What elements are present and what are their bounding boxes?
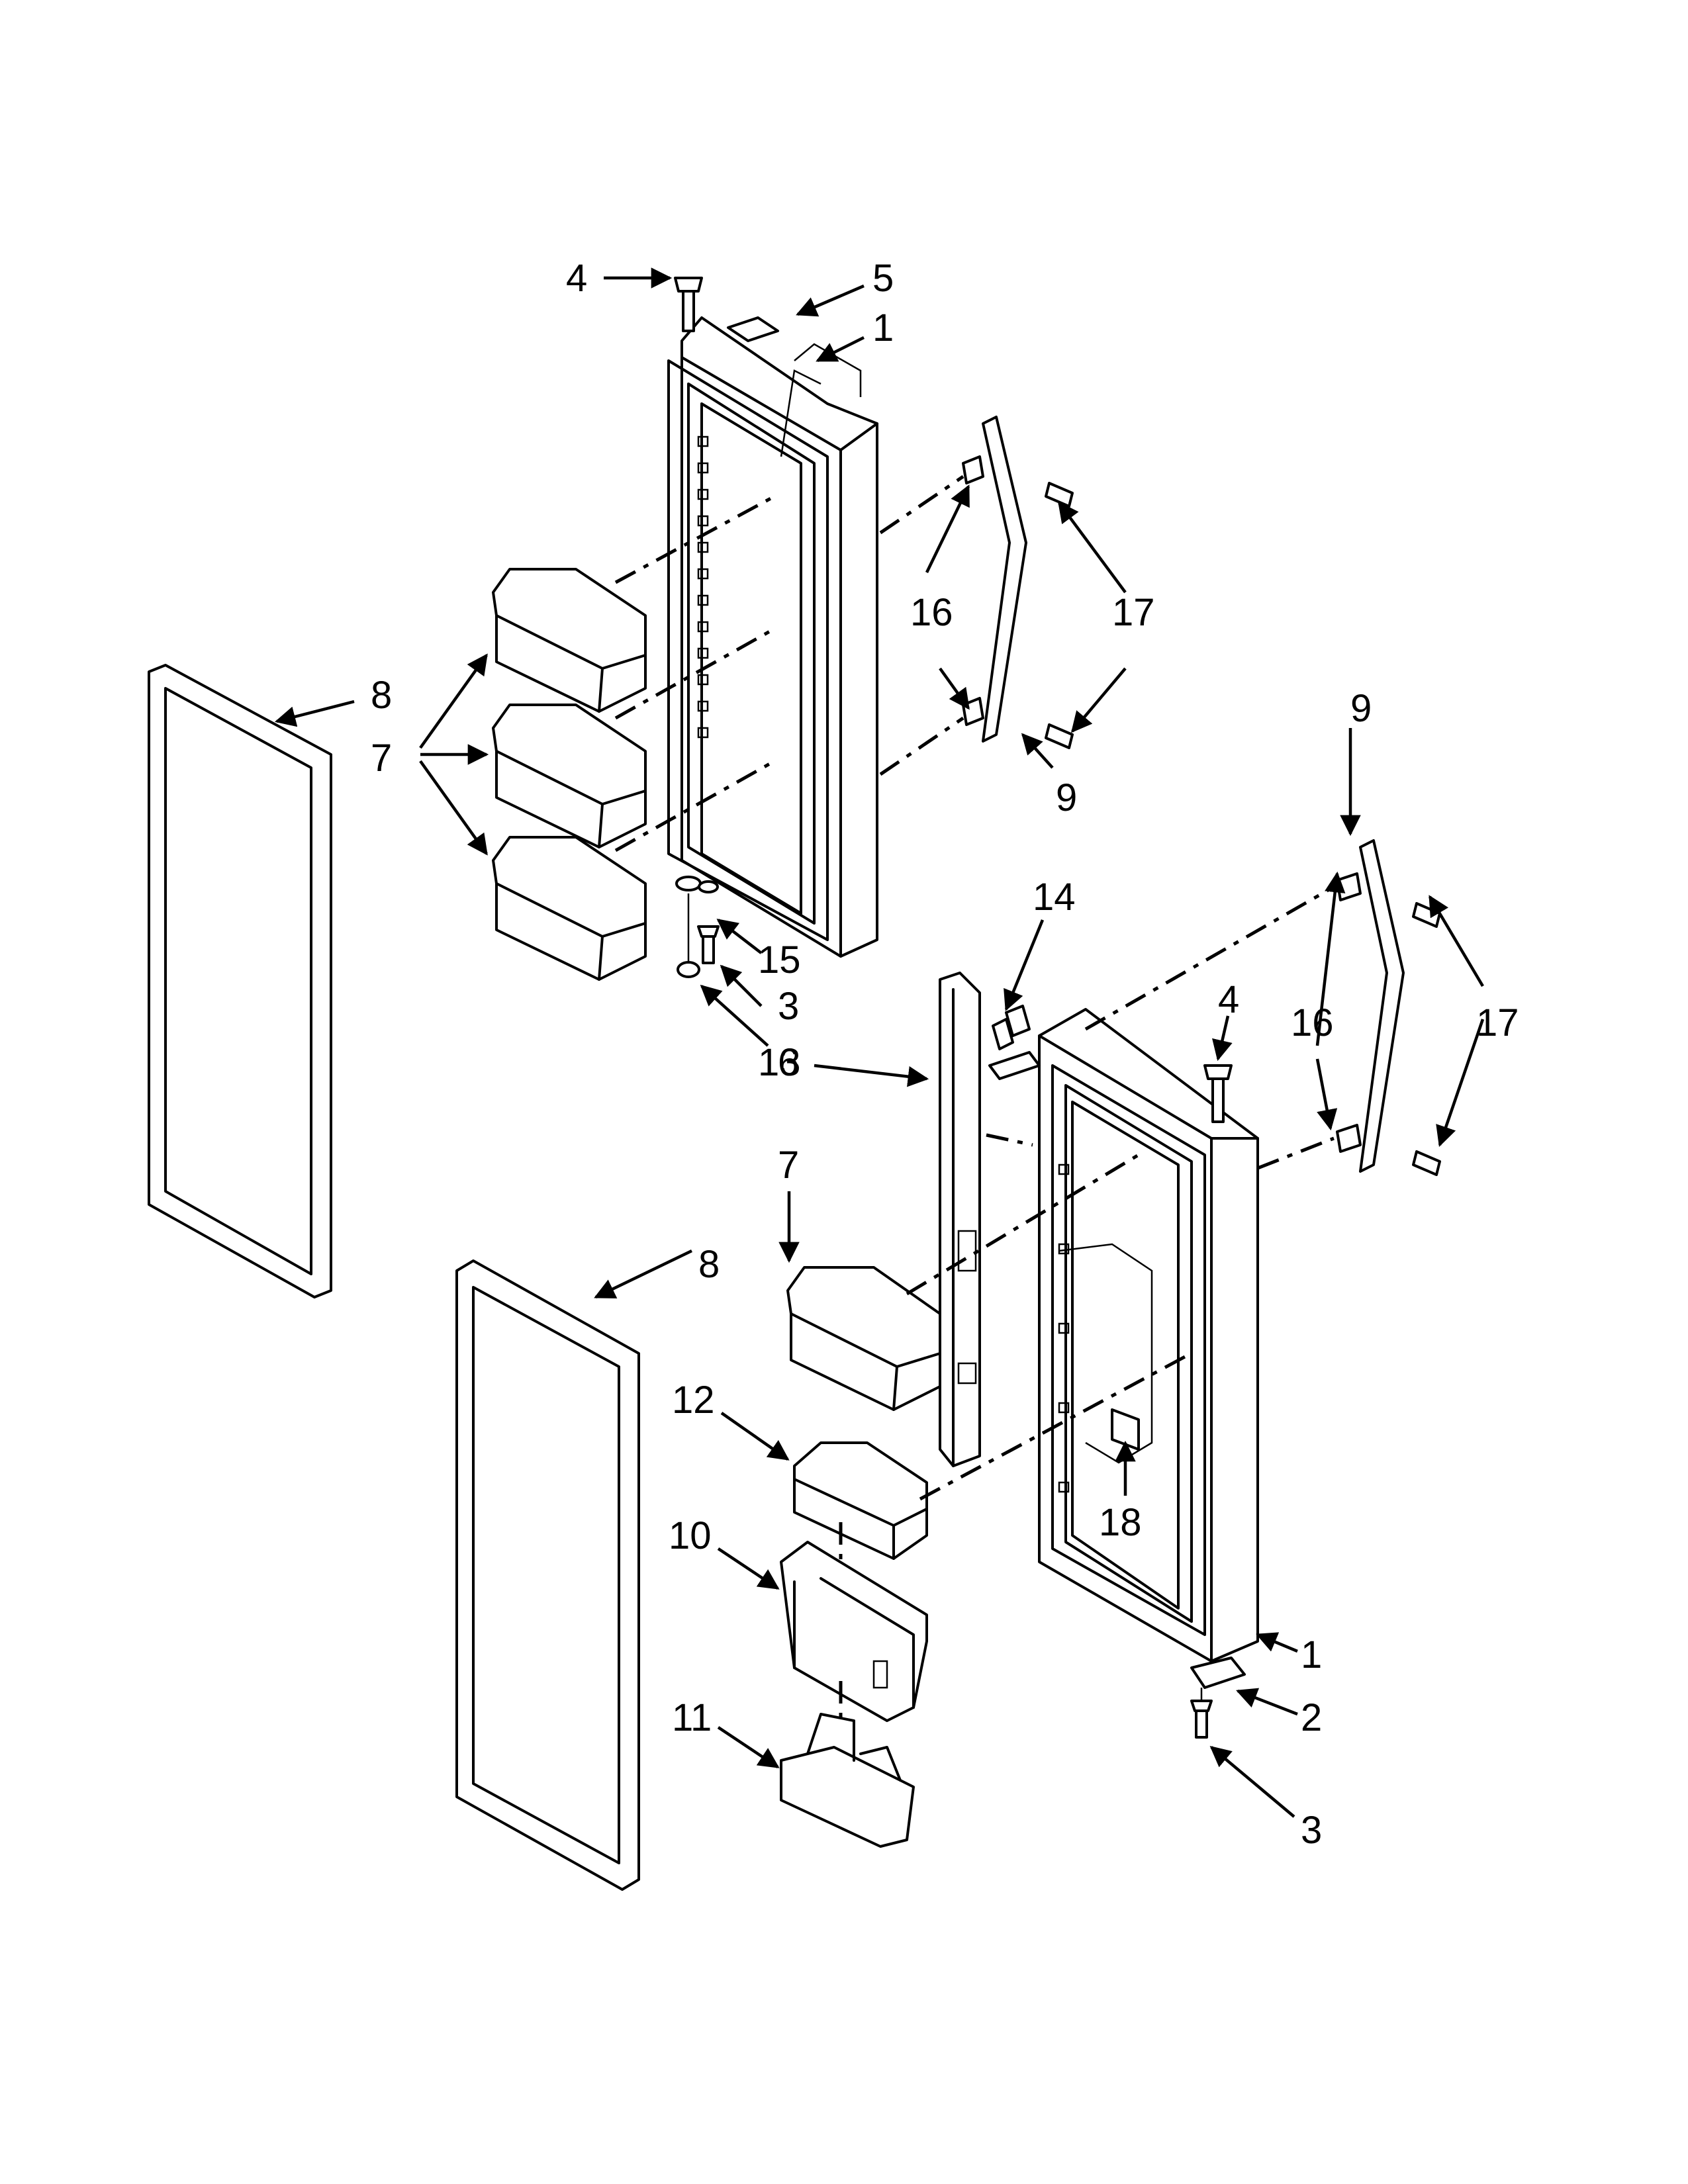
dispenser-bin-12 xyxy=(793,1441,928,1560)
door-shelf-studs xyxy=(697,435,709,739)
door-bin-3 xyxy=(492,836,647,981)
callout-1-right-door: 1 xyxy=(1301,1633,1322,1676)
callout-7-right-bin: 7 xyxy=(778,1144,799,1187)
hinge-bracket-top-right xyxy=(988,1051,1041,1080)
callout-4-top-right: 4 xyxy=(1218,978,1239,1021)
door-handle-upper xyxy=(962,416,1074,749)
bottom-hinge-hardware-left xyxy=(675,876,720,978)
callout-3-right-door: 3 xyxy=(1301,1809,1322,1852)
callout-5: 5 xyxy=(872,257,894,300)
callout-12: 12 xyxy=(672,1379,715,1422)
dispenser-bin-11 xyxy=(780,1713,915,1848)
screw-14 xyxy=(992,1005,1031,1050)
callout-16-upper: 16 xyxy=(910,591,953,634)
door-bin-right xyxy=(786,1266,941,1411)
callout-8-upper-gasket: 8 xyxy=(371,674,392,717)
door-bin-2 xyxy=(492,704,647,848)
callout-11: 11 xyxy=(672,1696,712,1739)
bracket-18 xyxy=(1111,1408,1140,1451)
callout-1-left-door: 1 xyxy=(872,306,894,349)
bottom-hinge-right xyxy=(1190,1657,1246,1739)
callout-10: 10 xyxy=(669,1514,712,1557)
dispenser-cover xyxy=(939,972,981,1467)
door-handle-lower xyxy=(1336,839,1441,1176)
callout-15: 15 xyxy=(758,938,801,981)
callout-2: 2 xyxy=(1301,1696,1322,1739)
callout-17-lower: 17 xyxy=(1476,1001,1519,1044)
door-gasket-upper xyxy=(148,664,332,1298)
callout-14: 14 xyxy=(1033,876,1076,919)
callout-16-lower: 16 xyxy=(1291,1001,1334,1044)
callout-17-upper: 17 xyxy=(1112,591,1155,634)
callout-7-left-bins: 7 xyxy=(371,737,392,780)
hinge-pin-top-left xyxy=(674,277,703,332)
dispenser-housing-10 xyxy=(780,1541,928,1722)
callout-6: 6 xyxy=(778,1041,799,1084)
right-door-assembly xyxy=(1038,1008,1259,1662)
door-bin-1 xyxy=(492,568,647,713)
callout-9-upper-handle: 9 xyxy=(1056,776,1077,819)
hinge-cap xyxy=(727,316,779,342)
callout-9-lower-handle: 9 xyxy=(1350,687,1372,730)
callout-18: 18 xyxy=(1099,1501,1142,1544)
hinge-pin-top-right xyxy=(1203,1064,1233,1123)
callout-13: 13 xyxy=(758,1041,801,1084)
left-door-assembly xyxy=(667,316,878,958)
callout-3-left-door: 3 xyxy=(778,985,799,1028)
callout-4-top-left: 4 xyxy=(566,257,587,300)
callout-8-lower-gasket: 8 xyxy=(698,1243,720,1286)
door-gasket-lower xyxy=(455,1259,640,1891)
